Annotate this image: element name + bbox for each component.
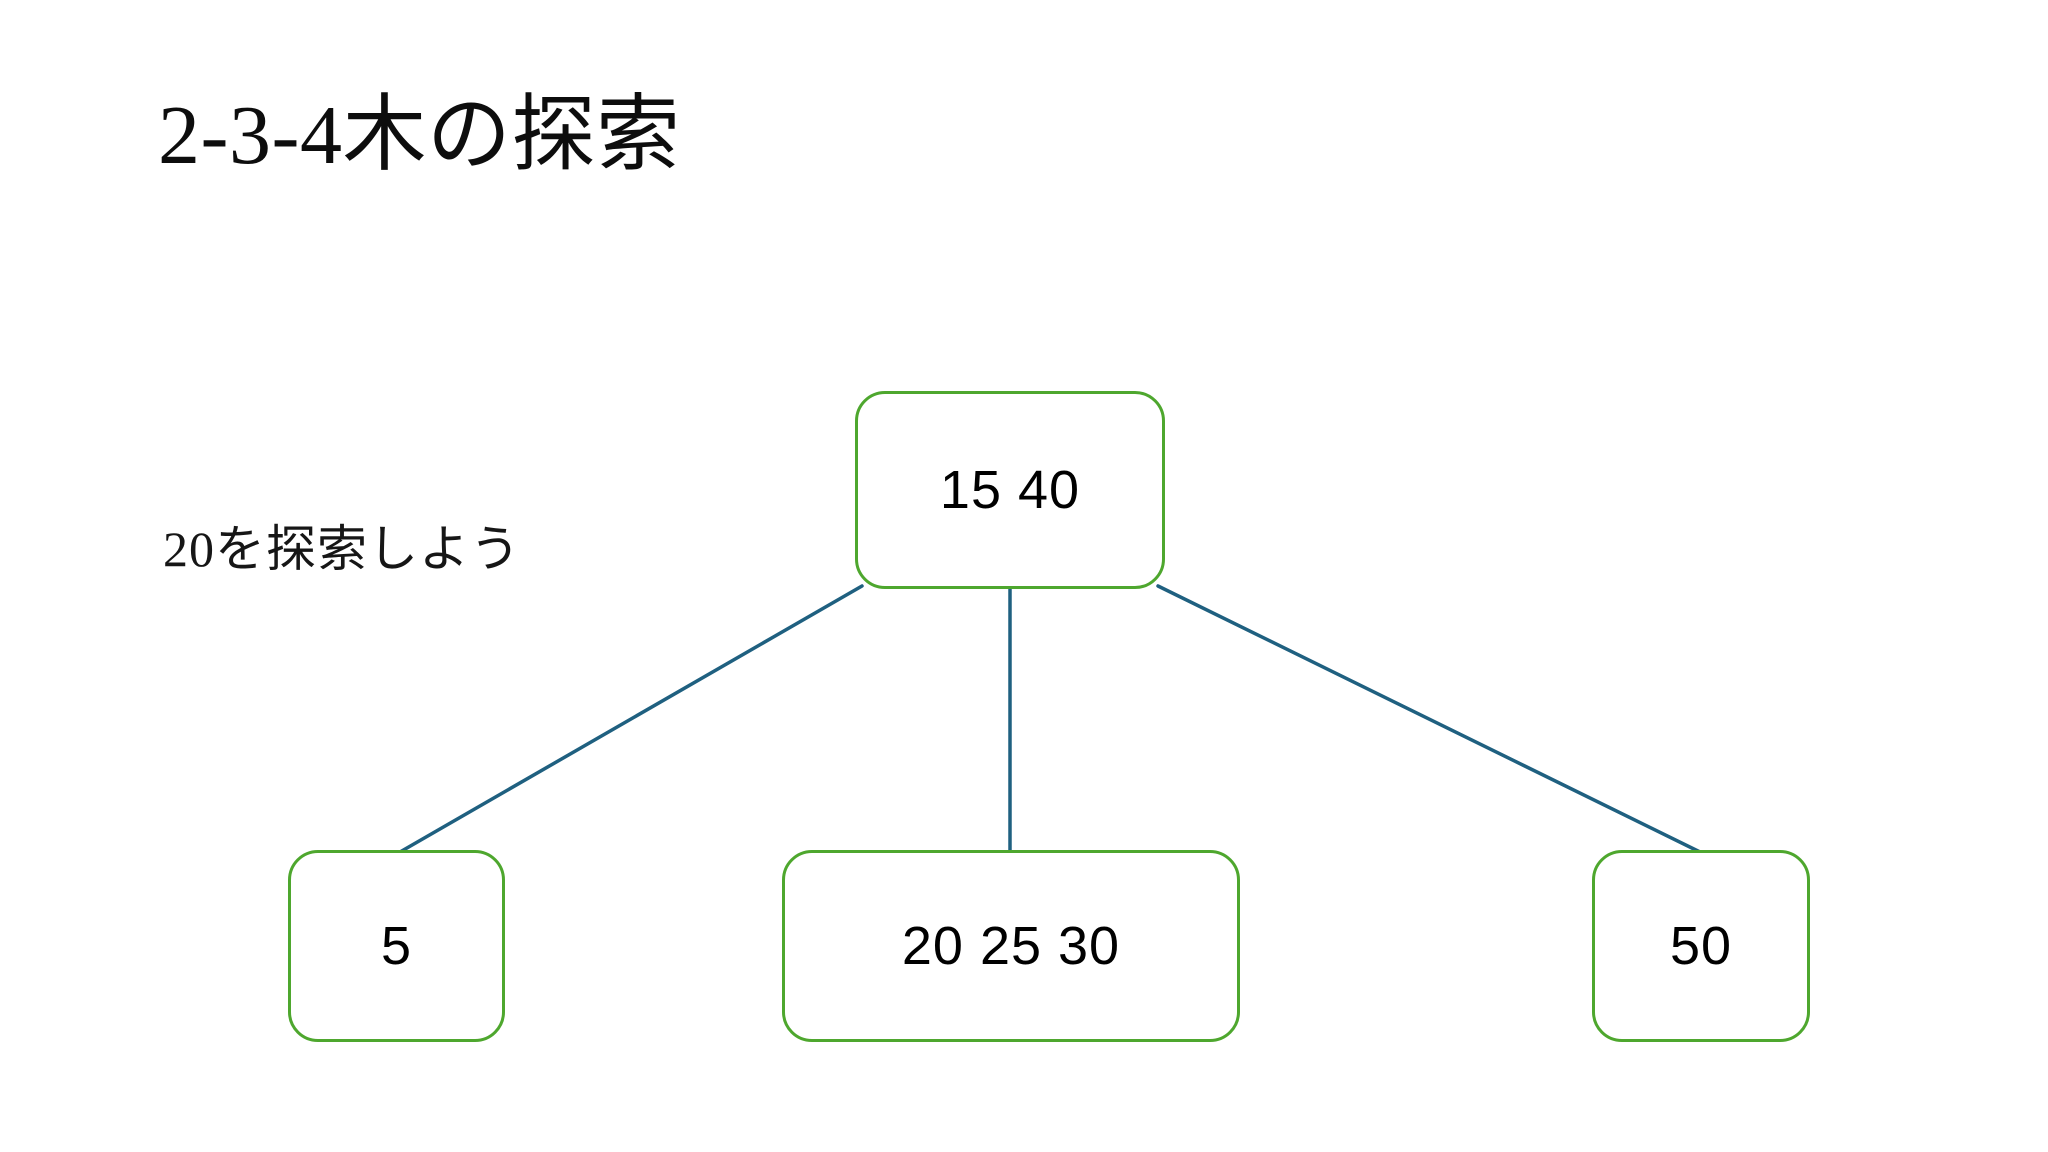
tree-node-left[interactable]: 5: [288, 850, 505, 1042]
tree-node-root[interactable]: 15 40: [855, 391, 1165, 589]
tree-node-right-label: 50: [1669, 916, 1733, 976]
edge-root-to-right: [1156, 584, 1702, 854]
edge-root-to-left: [398, 584, 864, 854]
tree-node-middle[interactable]: 20 25 30: [782, 850, 1240, 1042]
tree-node-left-label: 5: [380, 916, 413, 976]
tree-node-root-label: 15 40: [939, 460, 1081, 520]
tree-node-right[interactable]: 50: [1592, 850, 1810, 1042]
page-title: 2-3-4木の探索: [158, 89, 681, 182]
search-instruction-caption: 20を探索しよう: [163, 521, 521, 577]
tree-node-middle-label: 20 25 30: [901, 916, 1121, 976]
